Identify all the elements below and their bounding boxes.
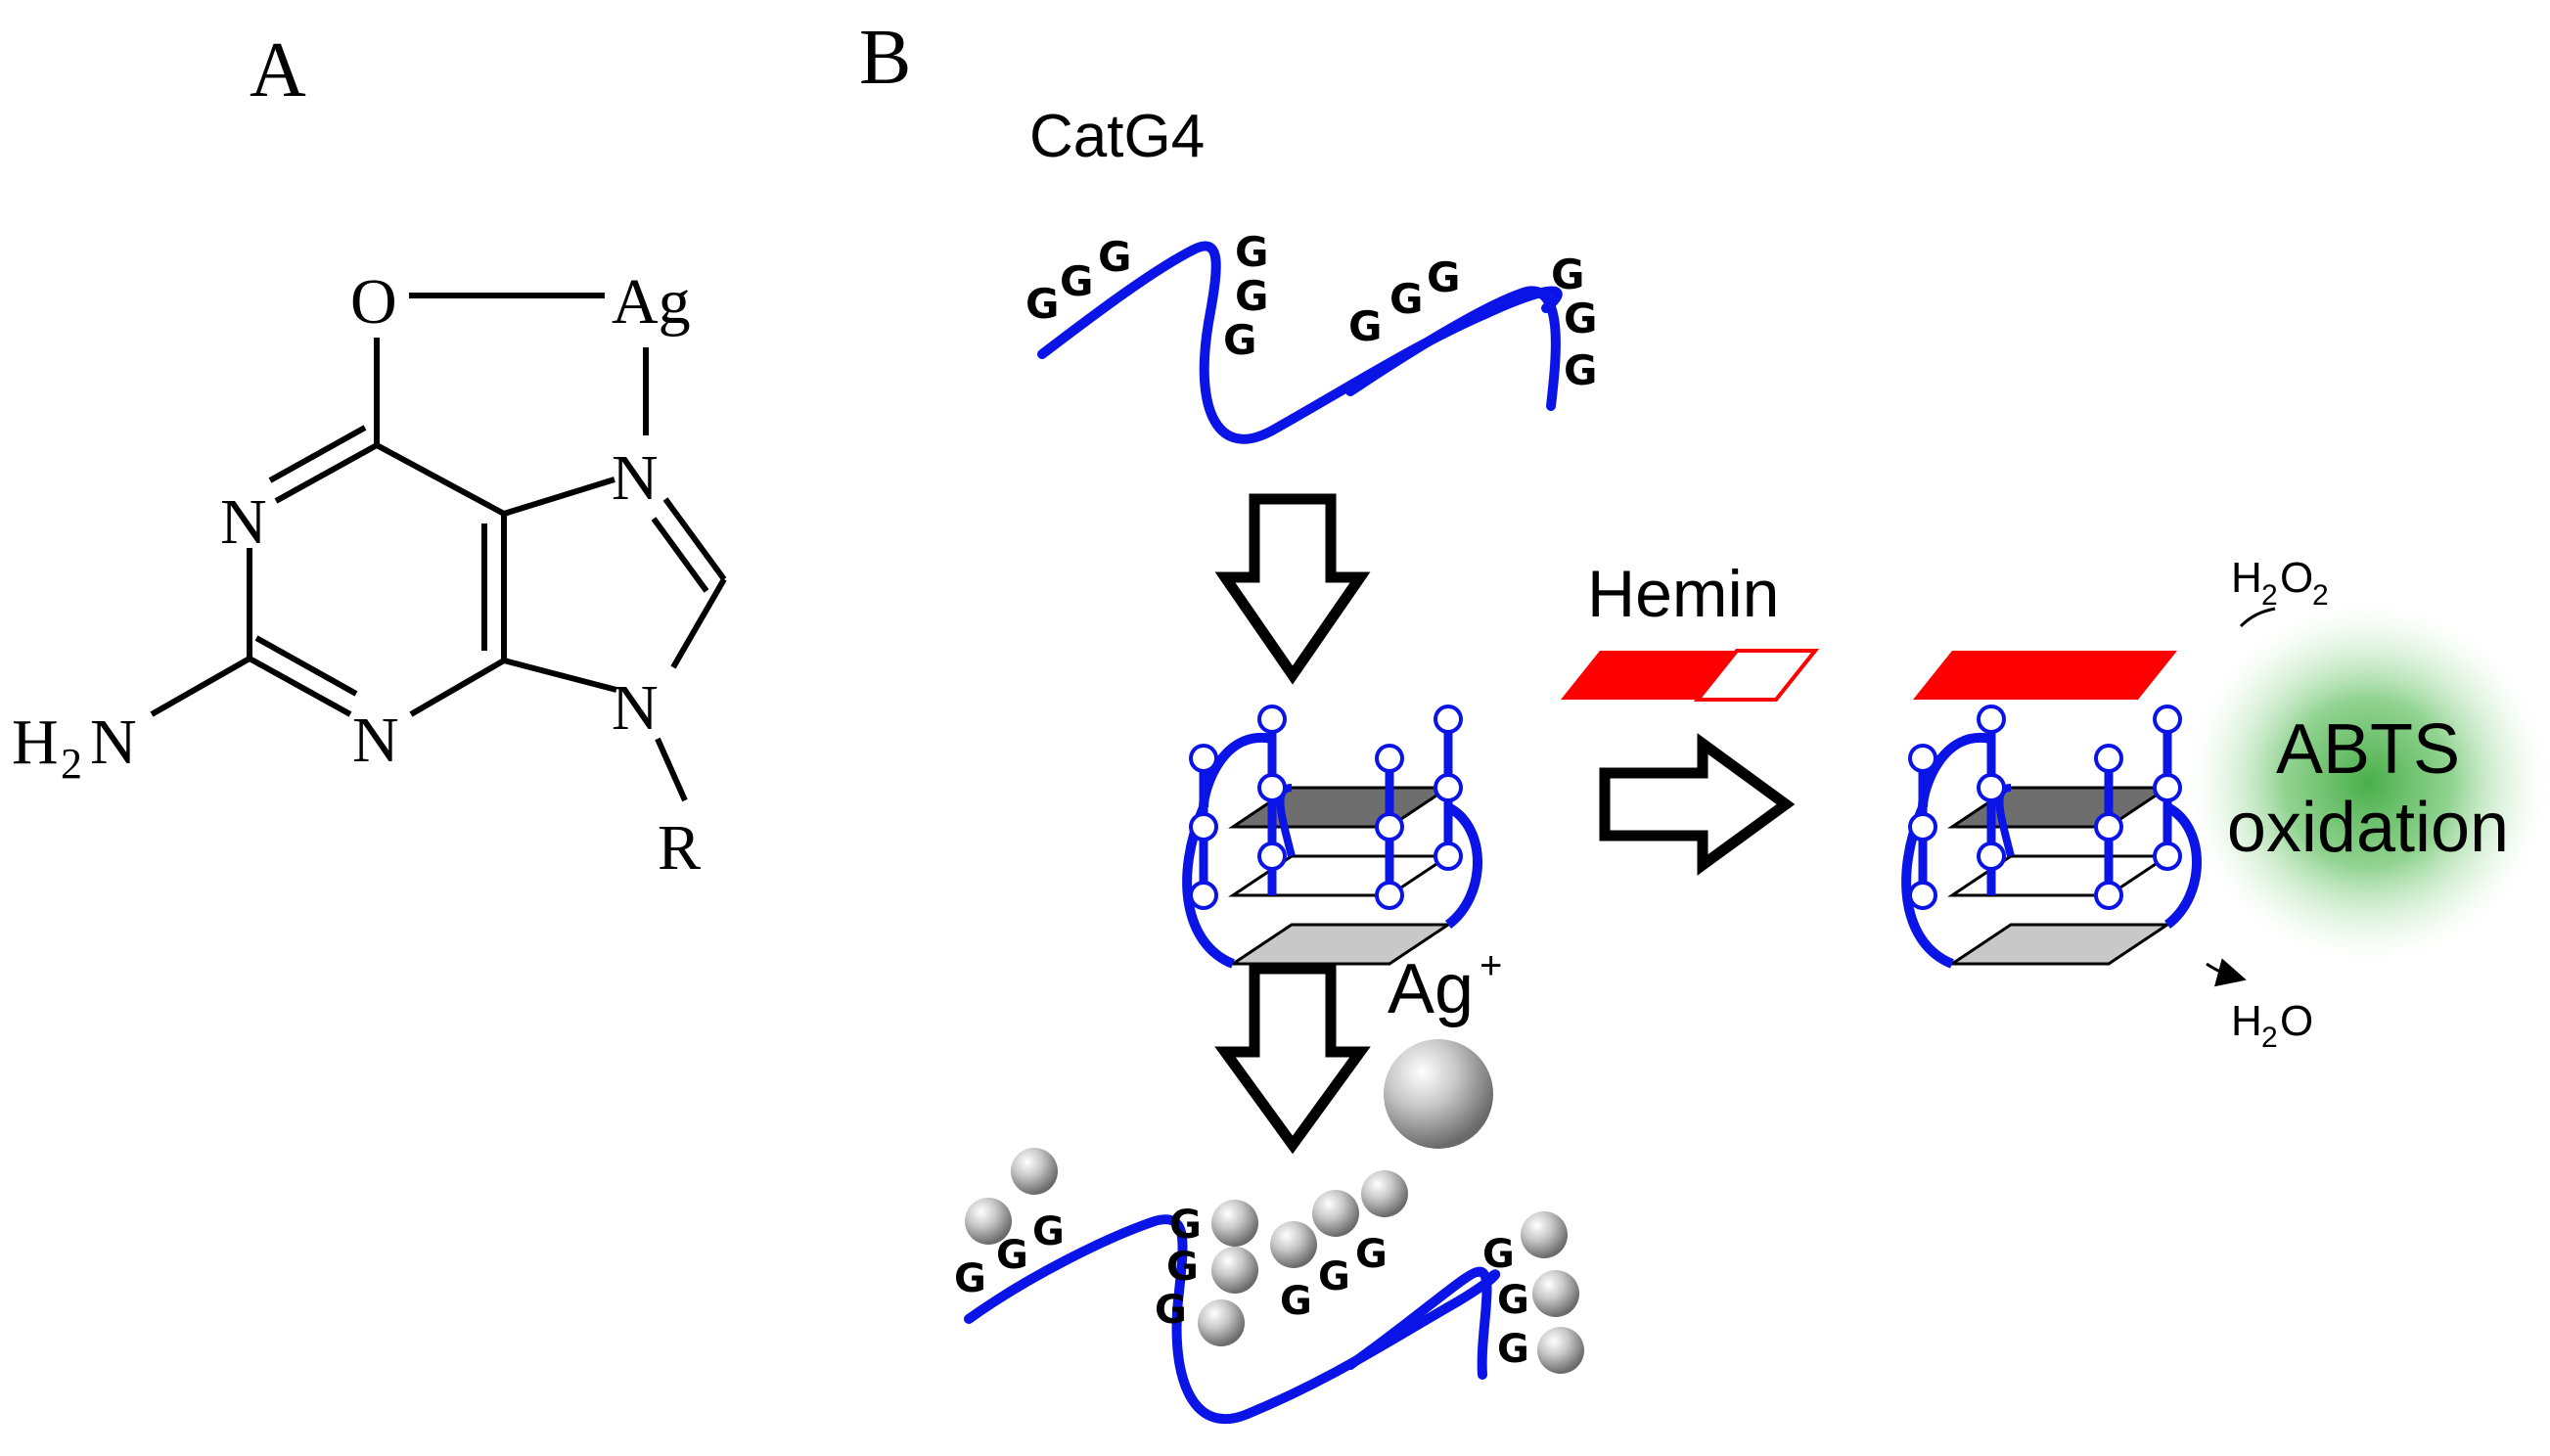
h2o-label: H 2 O xyxy=(2231,997,2313,1054)
atom-n3: N xyxy=(352,705,399,776)
catg4-strand xyxy=(1037,241,1563,444)
bottom-strand-g-letters: G G G G G G G G G G G G xyxy=(954,1203,1529,1372)
amine-n: N xyxy=(90,706,137,778)
g-base: G xyxy=(1280,1279,1312,1324)
atom-n1: N xyxy=(220,486,267,558)
g-base: G xyxy=(1427,253,1460,301)
g-base: G xyxy=(1318,1254,1350,1299)
top-strand-g-letters: G G G G G G G G G G G G xyxy=(1025,228,1597,394)
abts-label: ABTS xyxy=(2276,710,2460,789)
amine-subscript: 2 xyxy=(61,740,82,788)
hemin-bound-plate xyxy=(1913,651,2177,700)
reaction-arrow-out xyxy=(2206,958,2247,987)
g-base: G xyxy=(1060,257,1093,305)
hemin-label: Hemin xyxy=(1587,557,1780,631)
oxidation-label: oxidation xyxy=(2227,789,2509,867)
hemin-plate xyxy=(1561,649,1820,702)
abts-glow xyxy=(2182,597,2550,969)
reaction-arrow-in xyxy=(2239,607,2276,628)
g-quadruplex xyxy=(1182,705,1482,969)
g-base: G xyxy=(1098,233,1131,281)
silver-bound-strand xyxy=(964,1214,1501,1425)
g-base: G xyxy=(1155,1288,1187,1333)
g-base: G xyxy=(1564,295,1597,342)
h2o-sub: 2 xyxy=(2261,1022,2278,1054)
down-arrow-fold xyxy=(1214,493,1371,685)
g-base: G xyxy=(1348,302,1382,350)
h2o-o: O xyxy=(2280,997,2313,1045)
panel-a: A xyxy=(12,27,727,884)
amine-h: H xyxy=(12,706,59,778)
atom-oxygen: O xyxy=(350,266,397,338)
g-quadruplex-hemin-complex xyxy=(1901,705,2202,969)
g-base: G xyxy=(1235,228,1268,276)
h2o2-sub: 2 xyxy=(2261,579,2278,612)
right-arrow-hemin-binding xyxy=(1599,733,1796,876)
h2o2-sub2: 2 xyxy=(2312,579,2329,612)
atom-r-group: R xyxy=(658,812,701,884)
silver-nanoparticles xyxy=(965,1148,1584,1374)
g-base: G xyxy=(1032,1209,1065,1254)
silver-ion-sphere xyxy=(1384,1039,1493,1149)
g-base: G xyxy=(954,1256,986,1301)
g-base: G xyxy=(1389,275,1423,323)
g-base: G xyxy=(1223,316,1256,364)
h2o2-label: H 2 O 2 xyxy=(2231,554,2329,612)
guanine-bonds xyxy=(150,293,727,802)
g-base: G xyxy=(1169,1203,1202,1248)
silver-ion-charge: + xyxy=(1480,944,1502,987)
guanine-atoms: O Ag N N N N R H 2 N xyxy=(12,266,701,884)
h2o2-h: H xyxy=(2231,554,2262,602)
h2o-h: H xyxy=(2231,997,2262,1045)
atom-silver: Ag xyxy=(612,266,691,338)
panel-b-label: B xyxy=(859,15,911,101)
atom-n9: N xyxy=(612,672,659,744)
g-base: G xyxy=(1025,280,1059,328)
g-base: G xyxy=(1235,272,1268,320)
down-arrow-silver xyxy=(1214,963,1371,1155)
g-base: G xyxy=(1551,250,1584,298)
g-base: G xyxy=(1497,1327,1529,1372)
panel-b: B CatG4 G G G G G G G G G G G G xyxy=(859,15,2550,1425)
panel-a-label: A xyxy=(250,27,306,114)
g-base: G xyxy=(1166,1245,1199,1290)
catg4-title: CatG4 xyxy=(1029,103,1205,170)
silver-ion-label: Ag xyxy=(1388,950,1474,1028)
g-base: G xyxy=(1564,346,1597,394)
g-base: G xyxy=(1482,1232,1515,1277)
h2o2-o: O xyxy=(2280,554,2313,602)
atom-n7: N xyxy=(612,442,659,514)
g-base: G xyxy=(1497,1278,1529,1323)
g-base: G xyxy=(1355,1232,1388,1277)
